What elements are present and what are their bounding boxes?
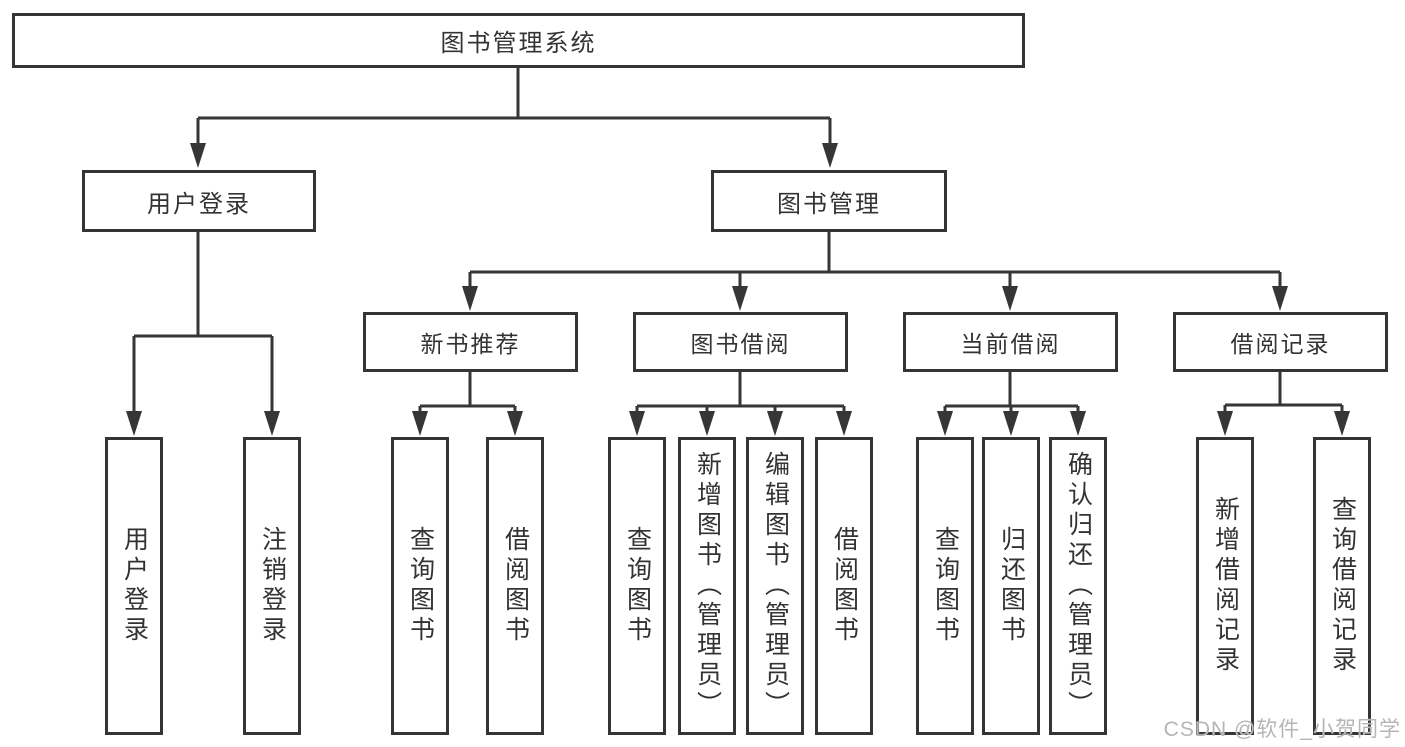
csdn-watermark: CSDN @软件_小贺同学 bbox=[1163, 718, 1401, 741]
node-borrow-records: 借阅记录 bbox=[1173, 312, 1388, 372]
wire-borrowrecords-to-leaves bbox=[1223, 372, 1344, 414]
wire-bookmgmt-to-level3 bbox=[468, 232, 1282, 290]
node-root-system: 图书管理系统 bbox=[12, 13, 1025, 68]
leaf-logout: 注销登录 bbox=[243, 437, 301, 735]
leaf-query-books-borrow: 查询图书 bbox=[608, 437, 666, 735]
node-book-borrow: 图书借阅 bbox=[633, 312, 848, 372]
wire-userlogin-to-leaves bbox=[132, 232, 274, 412]
leaf-edit-book-admin: 编辑图书（管理员） bbox=[746, 437, 804, 735]
leaf-query-borrow-record: 查询借阅记录 bbox=[1313, 437, 1371, 735]
leaf-borrow-book: 借阅图书 bbox=[815, 437, 873, 735]
leaf-query-books-recommend: 查询图书 bbox=[391, 437, 449, 735]
leaf-query-books-current: 查询图书 bbox=[916, 437, 974, 735]
node-user-login: 用户登录 bbox=[82, 170, 316, 232]
node-new-book-recommend: 新书推荐 bbox=[363, 312, 578, 372]
wire-root-to-level2 bbox=[196, 68, 832, 146]
wire-currentborrow-to-leaves bbox=[943, 372, 1080, 414]
node-current-borrow: 当前借阅 bbox=[903, 312, 1118, 372]
wire-newbook-to-leaves bbox=[418, 372, 517, 414]
leaf-borrow-books-recommend: 借阅图书 bbox=[486, 437, 544, 735]
leaf-user-login: 用户登录 bbox=[105, 437, 163, 735]
leaf-add-borrow-record: 新增借阅记录 bbox=[1196, 437, 1254, 735]
node-book-management: 图书管理 bbox=[711, 170, 947, 232]
leaf-add-book-admin: 新增图书（管理员） bbox=[678, 437, 736, 735]
leaf-confirm-return-admin: 确认归还（管理员） bbox=[1049, 437, 1107, 735]
leaf-return-book: 归还图书 bbox=[982, 437, 1040, 735]
wire-bookborrow-to-leaves bbox=[635, 372, 846, 414]
